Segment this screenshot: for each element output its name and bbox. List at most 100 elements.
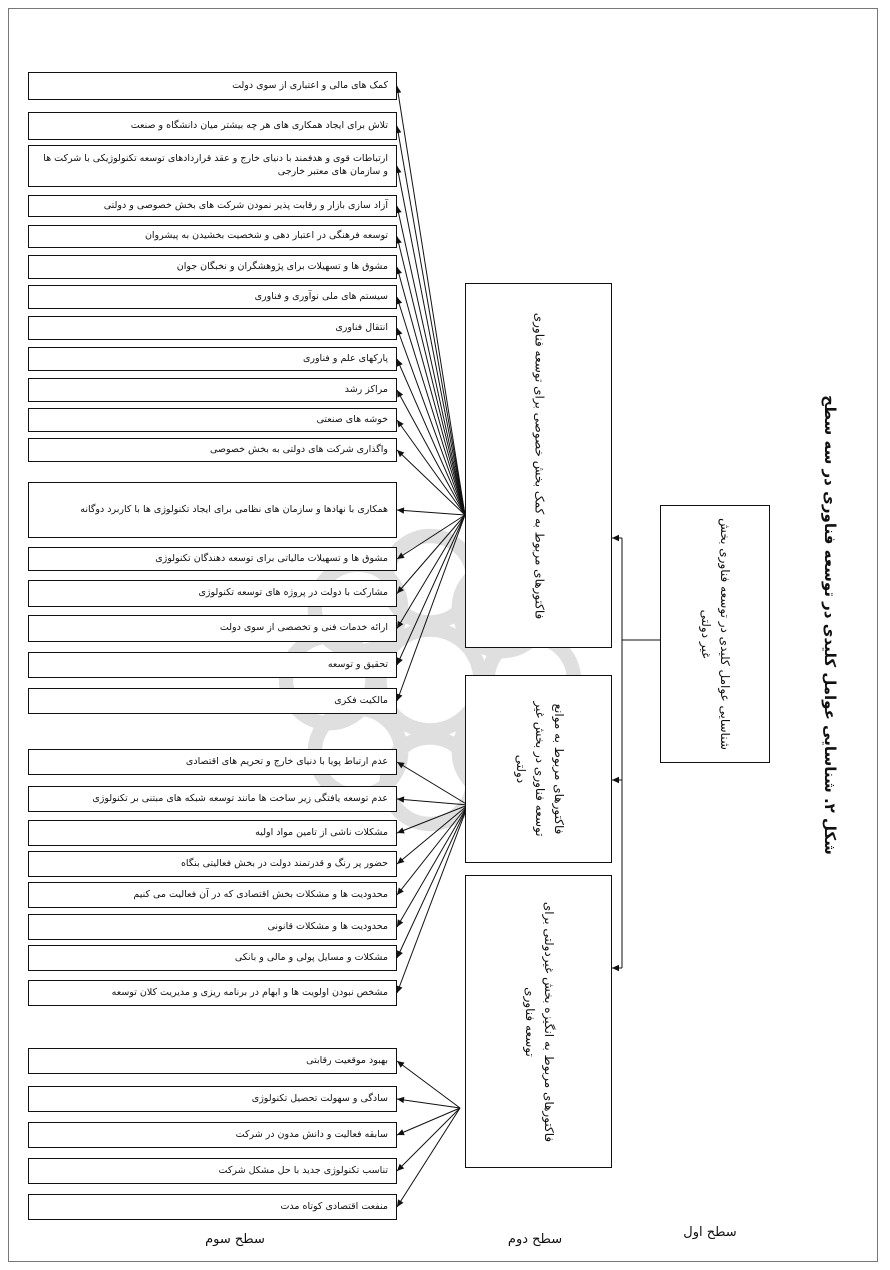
connector-to-level3-1-13-arrowhead (397, 507, 405, 514)
level3-box-text: واگذاری شرکت های دولتی به بخش خصوصی (209, 443, 388, 455)
level-label-second: سطح دوم (507, 1232, 563, 1247)
level3-box: تناسب تکنولوژی جدید با حل مشکل شرکت (28, 1158, 397, 1184)
connector-to-level3-2-7-arrowhead (397, 950, 403, 958)
connector-to-level3-1-18-arrowhead (396, 693, 403, 701)
level2-box-text: فاکتورهای مربوط به موانع توسعه فناوری در… (512, 701, 566, 837)
level1-box: شناسایی عوامل کلیدی در توسعه فناوری بخش … (660, 505, 770, 763)
level3-box: ارتباطات قوی و هدفمند با دنیای خارج و عق… (28, 145, 397, 187)
figure-frame (8, 8, 878, 1262)
connector-to-level3-3-3 (396, 1107, 461, 1136)
connector-to-level3-1-16-arrowhead (397, 620, 404, 629)
connector-to-level3-1-9 (396, 358, 466, 516)
connector-to-level3-1-3 (396, 165, 466, 516)
connector-to-level3-1-15-arrowhead (397, 586, 405, 594)
level-label-first: سطح اول (683, 1225, 737, 1240)
connector-to-level3-2-3-arrowhead (397, 827, 405, 834)
level3-box-text: مشخص نبودن اولویت ها و ابهام در برنامه ر… (111, 986, 388, 998)
level3-box: محدودیت ها و مشکلات بخش اقتصادی که در آن… (28, 882, 397, 908)
connector-to-level3-1-8 (396, 327, 466, 516)
level3-box: انتقال فناوری (28, 316, 397, 340)
level3-box: مشخص نبودن اولویت ها و ابهام در برنامه ر… (28, 980, 397, 1006)
connector-to-level3-2-3 (396, 804, 469, 834)
level3-box-text: همکاری با نهادها و سازمان های نظامی برای… (80, 503, 388, 515)
connector-to-level3-3-4 (396, 1107, 461, 1172)
level3-box-text: مراکز رشد (344, 383, 388, 395)
level3-box: ارائه خدمات فنی و تخصصی از سوی دولت (28, 615, 397, 642)
level3-box: مشکلات و مسایل پولی و مالی و بانکی (28, 945, 397, 971)
connector-to-level3-3-4-arrowhead (397, 1163, 405, 1171)
connector-to-level3-1-12-arrowhead (397, 450, 405, 458)
level3-box-text: مالکیت فکری (334, 694, 388, 706)
level3-box: آزاد سازی بازار و رقابت پذیر نمودن شرکت … (28, 195, 397, 217)
level3-box: سابقه فعالیت و دانش مدون در شرکت (28, 1122, 397, 1148)
connector-to-level3-1-7-arrowhead (396, 297, 403, 305)
level3-box-text: سادگی و سهولت تحصیل تکنولوژی (251, 1092, 388, 1104)
connector-to-level3-1-17-arrowhead (396, 657, 403, 665)
figure-title: شکل ۲. شناسایی عوامل کلیدی در توسعه فناو… (821, 395, 839, 855)
connector-to-level3-1-11-arrowhead (397, 420, 404, 428)
connector-to-level3-2-1 (396, 761, 469, 806)
connector-to-level3-1-15 (396, 514, 466, 594)
connector-to-level3-1-9-arrowhead (396, 359, 403, 367)
connector-to-level3-1-1 (396, 85, 466, 516)
connector-to-level3-2-6-arrowhead (397, 919, 404, 927)
connector-to-level3-1-7 (396, 296, 466, 516)
connector-to-level3-1-14-arrowhead (397, 552, 405, 559)
level3-box: منفعت اقتصادی کوتاه مدت (28, 1194, 397, 1220)
level3-box-text: مشکلات و مسایل پولی و مالی و بانکی (234, 951, 388, 963)
connector-to-level3-2-2 (396, 798, 469, 806)
connector-to-level3-3-1-arrowhead (397, 1061, 405, 1068)
level3-box-text: ارائه خدمات فنی و تخصصی از سوی دولت (219, 622, 388, 634)
level3-box-text: توسعه فرهنگی در اعتبار دهی و شخصیت بخشید… (144, 230, 388, 242)
level3-box: مراکز رشد (28, 378, 397, 402)
connector-to-level2-2-arrowhead (612, 776, 619, 784)
level3-box: کمک های مالی و اعتباری از سوی دولت (28, 72, 397, 100)
connector-to-level3-1-13 (396, 509, 466, 516)
level3-box-text: انتقال فناوری (335, 321, 388, 333)
level3-box-text: مشکلات ناشی از تامین مواد اولیه (255, 826, 388, 838)
level-label-third: سطح سوم (205, 1232, 265, 1247)
level3-box: مالکیت فکری (28, 688, 397, 714)
connector-to-level3-1-10-arrowhead (397, 390, 404, 398)
connector-to-level3-2-1-arrowhead (397, 762, 405, 769)
connector-to-level3-1-6 (396, 266, 466, 516)
connector-to-level3-2-5 (396, 804, 469, 896)
connector-to-level3-1-16 (396, 514, 466, 629)
connector-to-level3-3-3-arrowhead (397, 1129, 405, 1136)
level3-box: واگذاری شرکت های دولتی به بخش خصوصی (28, 438, 397, 462)
connector-to-level3-2-4-arrowhead (397, 857, 405, 864)
level3-box: مشوق ها و تسهیلات مالیاتی برای توسعه دهن… (28, 547, 397, 571)
connector-to-level3-2-5-arrowhead (397, 887, 404, 895)
level3-box: محدودیت ها و مشکلات قانونی (28, 914, 397, 940)
level3-box: مشوق ها و تسهیلات برای پژوهشگران و نخبگا… (28, 255, 397, 279)
connector-to-level3-3-2 (396, 1098, 461, 1109)
connector-to-level3-1-12 (396, 449, 466, 516)
level3-box-text: تلاش برای ایجاد همکاری های هر چه بیشتر م… (130, 119, 388, 131)
level3-box: توسعه فرهنگی در اعتبار دهی و شخصیت بخشید… (28, 225, 397, 248)
level3-box: عدم توسعه یافتگی زیر ساخت ها مانند توسعه… (28, 786, 397, 812)
level3-box-text: عدم توسعه یافتگی زیر ساخت ها مانند توسعه… (92, 792, 388, 804)
connector-to-level3-1-8-arrowhead (396, 328, 403, 336)
level3-box-text: حضور پر رنگ و قدرتمند دولت در بخش فعالیت… (180, 857, 388, 869)
connector-to-level2-3-arrowhead (612, 964, 619, 972)
level3-box-text: سابقه فعالیت و دانش مدون در شرکت (235, 1128, 388, 1140)
level1-box-text: شناسایی عوامل کلیدی در توسعه فناوری بخش … (699, 518, 733, 750)
level3-box-text: منفعت اقتصادی کوتاه مدت (280, 1200, 388, 1212)
level3-box-text: مشارکت با دولت در پروژه های توسعه تکنولو… (198, 587, 389, 599)
connector-to-level3-1-10 (396, 389, 466, 516)
level3-box-text: تناسب تکنولوژی جدید با حل مشکل شرکت (218, 1164, 388, 1176)
level3-box: تلاش برای ایجاد همکاری های هر چه بیشتر م… (28, 112, 397, 140)
level3-box-text: مشوق ها و تسهیلات برای پژوهشگران و نخبگا… (176, 260, 388, 272)
level3-box: سادگی و سهولت تحصیل تکنولوژی (28, 1086, 397, 1112)
connector-to-level3-1-14 (396, 514, 466, 560)
level3-box: همکاری با نهادها و سازمان های نظامی برای… (28, 482, 397, 538)
connector-to-level3-1-18 (396, 514, 466, 702)
connector-to-level3-2-4 (396, 804, 469, 865)
connector-to-level3-2-6 (396, 804, 469, 928)
level3-box-text: کمک های مالی و اعتباری از سوی دولت (232, 79, 388, 91)
level3-box-text: آزاد سازی بازار و رقابت پذیر نمودن شرکت … (103, 199, 388, 211)
connector-to-level3-3-1 (396, 1060, 461, 1109)
level2-box-2: فاکتورهای مربوط به موانع توسعه فناوری در… (465, 675, 612, 863)
level3-box-text: محدودیت ها و مشکلات قانونی (267, 920, 388, 932)
level3-box: تحقیق و توسعه (28, 652, 397, 678)
